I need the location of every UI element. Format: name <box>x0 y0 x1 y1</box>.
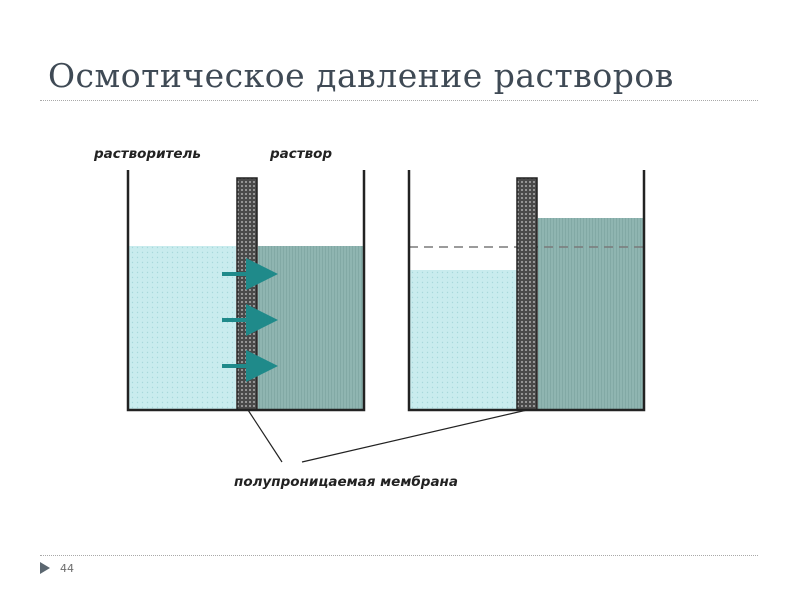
footer-divider <box>40 555 758 556</box>
membrane-leader-line <box>248 410 282 462</box>
solvent-label: растворитель <box>93 146 201 162</box>
vessel-equilibrium <box>409 170 644 410</box>
solution-label: раствор <box>269 146 332 162</box>
membrane <box>517 178 537 410</box>
membrane-leader-line <box>302 410 527 462</box>
vessel-initial <box>128 170 364 410</box>
page-number: 44 <box>60 562 74 575</box>
slide-arrow-icon <box>40 562 50 574</box>
membrane-label: полупроницаемая мембрана <box>234 474 458 490</box>
membrane <box>237 178 257 410</box>
